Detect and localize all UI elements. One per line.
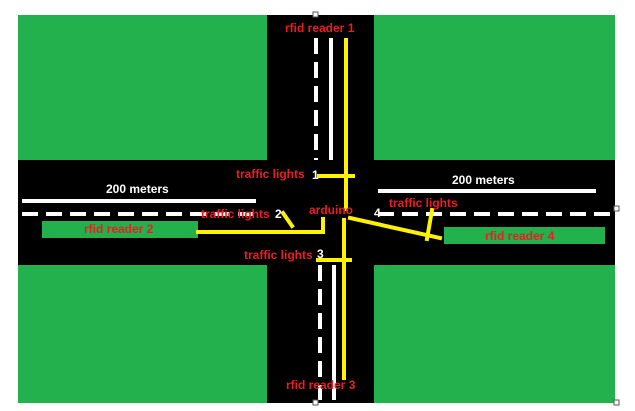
traffic-lights-2-label: traffic lights xyxy=(201,207,270,221)
wire-light-4 xyxy=(424,207,435,242)
wire-reader-4 xyxy=(347,215,443,241)
selection-handles xyxy=(312,11,620,406)
rfid-reader-4-box xyxy=(444,227,605,244)
lane-markings-bottom xyxy=(318,265,336,400)
distance-label-right: 200 meters xyxy=(452,173,515,187)
horizontal-road xyxy=(18,160,615,265)
light-number-3: 3 xyxy=(317,247,324,261)
light-number-1: 1 xyxy=(312,168,319,182)
rfid-reader-2-label: rfid reader 2 xyxy=(84,222,154,236)
wiring xyxy=(196,38,443,380)
light-number-4: 4 xyxy=(374,206,381,220)
traffic-lights-1-label: traffic lights xyxy=(236,167,305,181)
lane-markings-top xyxy=(314,38,333,160)
traffic-lights-3-label: traffic lights xyxy=(244,248,313,262)
light-number-2: 2 xyxy=(275,207,282,221)
arduino-label: arduino xyxy=(309,203,353,217)
rfid-reader-4-label: rfid reader 4 xyxy=(485,229,555,243)
distance-label-left: 200 meters xyxy=(106,182,169,196)
rfid-reader-2-box xyxy=(42,221,198,238)
rfid-reader-3-label: rfid reader 3 xyxy=(286,378,356,392)
wire-light-2 xyxy=(280,210,295,229)
rfid-reader-1-label: rfid reader 1 xyxy=(285,21,355,35)
traffic-lights-4-label: traffic lights xyxy=(389,196,458,210)
wire-reader-2 xyxy=(196,217,325,234)
